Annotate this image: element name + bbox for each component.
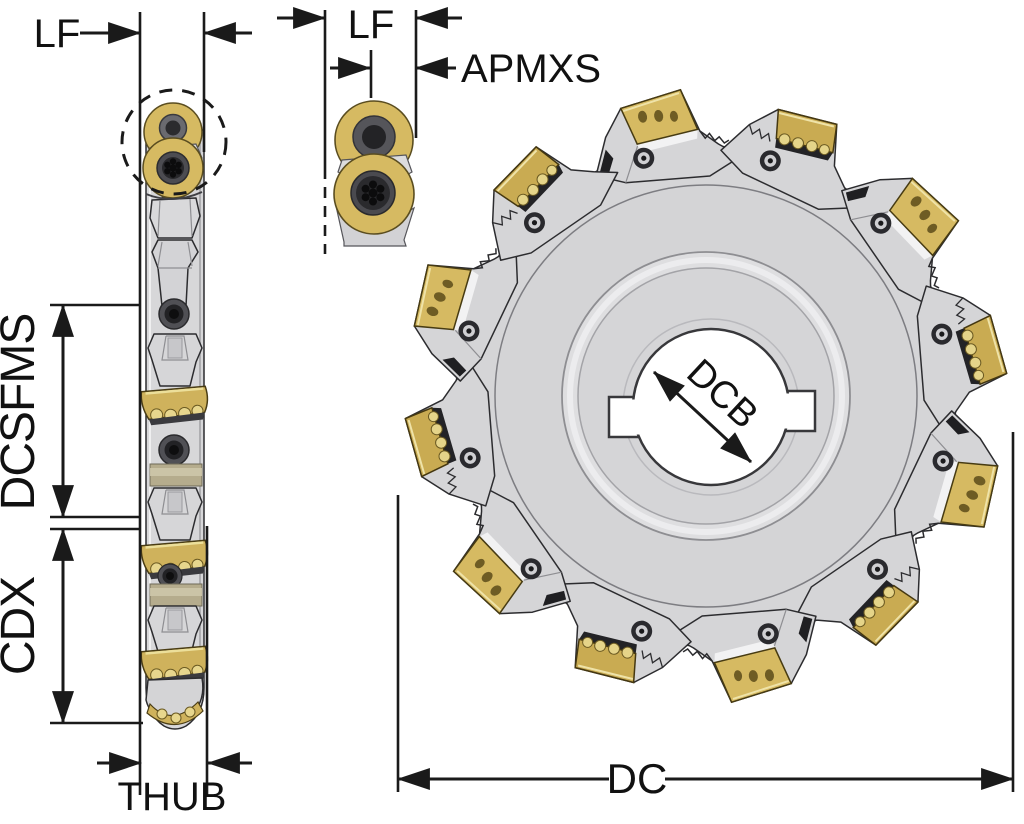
dim-thub: THUB — [97, 752, 252, 819]
clamp-block — [149, 197, 201, 239]
insert-detail-view — [333, 100, 416, 247]
label-lf-detail: LF — [348, 3, 395, 47]
torx-screw-icon — [164, 158, 182, 178]
top-insert-pair — [142, 102, 204, 200]
dim-dc: DC — [396, 432, 1015, 802]
label-lf-side: LF — [34, 12, 81, 56]
detail-callout-circle — [120, 88, 228, 196]
label-thub: THUB — [118, 775, 227, 819]
dim-dcsfms: DCSFMS — [0, 303, 140, 519]
torx-screw-icon — [361, 180, 385, 206]
dim-lf-side: LF — [34, 12, 252, 56]
dim-lf-detail: LF — [277, 3, 462, 47]
label-cdx: CDX — [0, 576, 45, 675]
label-apmxs: APMXS — [461, 47, 601, 91]
cutter-side-view — [120, 88, 228, 730]
dim-apmxs: APMXS — [330, 47, 601, 91]
dim-cdx: CDX — [0, 527, 143, 725]
label-dcsfms: DCSFMS — [0, 314, 45, 511]
bottom-cap — [145, 677, 204, 726]
label-dc: DC — [607, 755, 668, 802]
